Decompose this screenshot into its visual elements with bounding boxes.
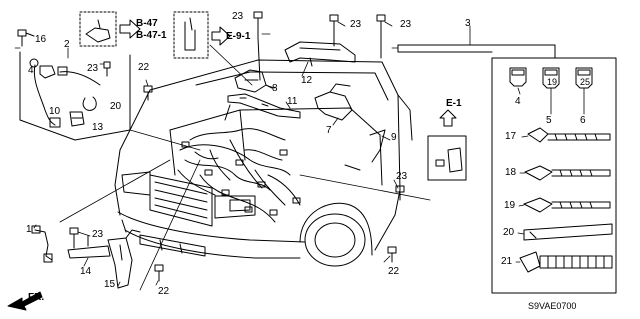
part-label-22-right: 22 bbox=[388, 266, 400, 277]
b47-detail-box bbox=[79, 11, 141, 47]
part-2-group-box bbox=[19, 51, 131, 141]
part-23-bolt-top bbox=[253, 11, 263, 81]
front-arrow-label: FR. bbox=[28, 292, 45, 303]
part-22-bolt-left bbox=[143, 85, 153, 101]
part-label-3: 3 bbox=[465, 18, 471, 29]
part-label-15: 15 bbox=[104, 279, 116, 290]
part-label-20-left: 20 bbox=[110, 101, 122, 112]
part-label-9: 9 bbox=[391, 132, 397, 143]
part-label-10: 10 bbox=[49, 106, 61, 117]
front-arrow bbox=[7, 291, 43, 311]
part-label-23-bottom: 23 bbox=[92, 229, 104, 240]
part-label-19: 19 bbox=[504, 200, 516, 211]
part-label-20: 20 bbox=[503, 227, 515, 238]
part-16-bolt bbox=[17, 29, 35, 47]
part-11-rail bbox=[227, 93, 301, 119]
part-label-22-top: 22 bbox=[138, 62, 150, 73]
part-label-23-mid: 23 bbox=[350, 19, 362, 30]
part-label-17: 17 bbox=[505, 131, 517, 142]
part-label-22-bottom: 22 bbox=[158, 286, 170, 297]
part-label-7: 7 bbox=[326, 125, 332, 136]
vehicle-outline bbox=[114, 59, 413, 267]
leader-lines bbox=[14, 21, 585, 291]
part-label-21: 21 bbox=[501, 256, 513, 267]
diagram-code: S9VAE0700 bbox=[528, 301, 577, 311]
ref-b47-1: B-47-1 bbox=[136, 30, 167, 41]
part-label-11: 11 bbox=[287, 96, 298, 107]
item-6-mark: 25 bbox=[580, 77, 591, 87]
part-22-bolt-right bbox=[387, 246, 397, 263]
part-22-bolt-bottom bbox=[154, 264, 164, 282]
ref-b47: B-47 bbox=[136, 18, 158, 29]
part-label-4-left: 4 bbox=[28, 65, 34, 76]
e9-1-detail-box bbox=[173, 11, 231, 59]
part-8-bracket bbox=[234, 69, 273, 93]
part-label-5: 5 bbox=[546, 115, 552, 126]
part-label-4: 4 bbox=[515, 96, 521, 107]
part-label-23-lower: 23 bbox=[396, 171, 408, 182]
part-label-8: 8 bbox=[272, 83, 278, 94]
part-label-14: 14 bbox=[80, 266, 92, 277]
part-label-2: 2 bbox=[64, 39, 70, 50]
part-label-1: 1 bbox=[26, 224, 32, 235]
engine-wire-harness bbox=[177, 104, 301, 223]
part-9-cable bbox=[344, 129, 386, 171]
part-3-box bbox=[397, 44, 617, 294]
part-14-bracket bbox=[67, 227, 111, 259]
part-label-16: 16 bbox=[35, 34, 47, 45]
item-5-mark: 19 bbox=[547, 77, 558, 87]
part-label-23-right: 23 bbox=[400, 19, 412, 30]
part-label-13: 13 bbox=[92, 122, 104, 133]
part-label-6: 6 bbox=[580, 115, 586, 126]
ref-e1: E-1 bbox=[446, 98, 462, 109]
part-23-bolt-right bbox=[395, 185, 405, 201]
part-7-bracket bbox=[314, 83, 353, 121]
part-label-18: 18 bbox=[505, 167, 517, 178]
part-12-harness-cover bbox=[284, 41, 356, 67]
part-label-23-left: 23 bbox=[87, 63, 99, 74]
e1-detail bbox=[427, 109, 467, 181]
part-1-sensor bbox=[31, 225, 53, 263]
part-label-12: 12 bbox=[301, 75, 313, 86]
part-15-bracket bbox=[107, 229, 141, 289]
ref-e9-1: E-9-1 bbox=[226, 31, 251, 42]
part-23-bolts-cover bbox=[329, 14, 386, 59]
part-label-23-top: 23 bbox=[232, 11, 244, 22]
